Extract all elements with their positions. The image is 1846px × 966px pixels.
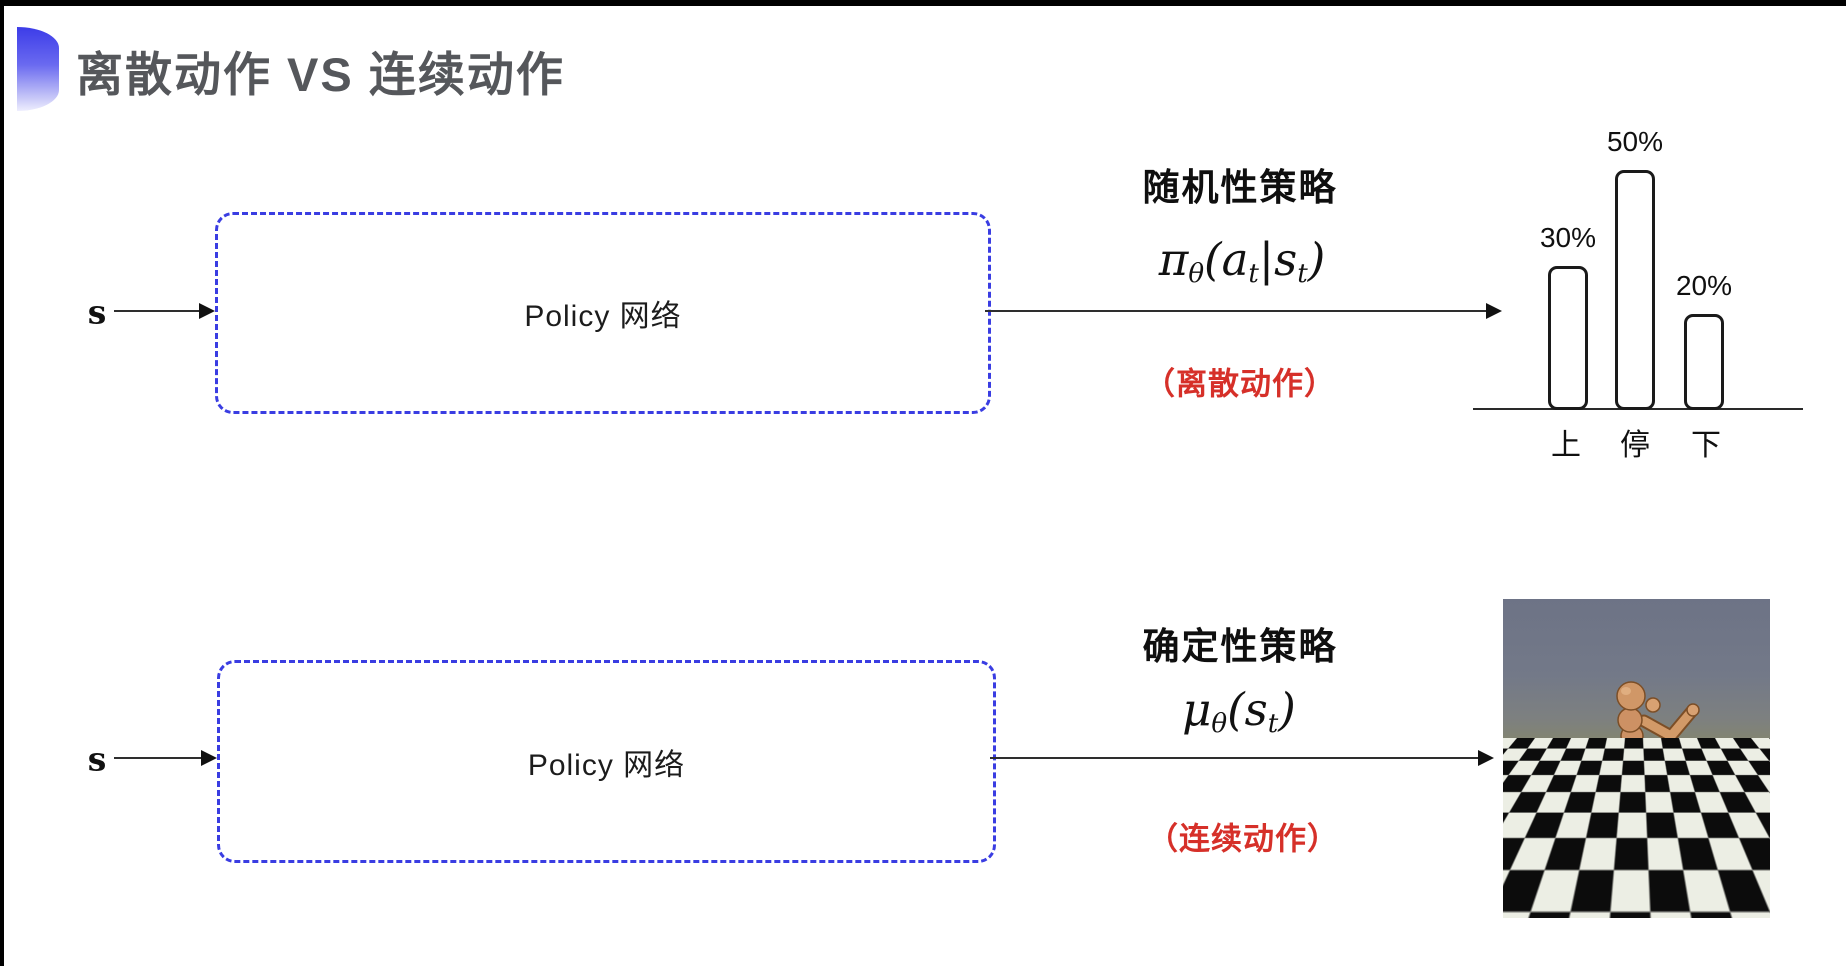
arrow-state-to-policy-1	[114, 310, 200, 312]
bar-group-up: 30%	[1538, 222, 1598, 410]
category-label-stop: 停	[1620, 429, 1650, 462]
video-frame-left-edge	[0, 0, 4, 966]
formula-part: |s	[1258, 232, 1298, 286]
formula-part: π	[1158, 232, 1189, 286]
continuous-action-note: （连续动作）	[1147, 821, 1339, 857]
category-label-up: 上	[1551, 429, 1581, 462]
policy-network-box-2: Policy 网络	[217, 660, 996, 863]
formula-part: t	[1248, 259, 1259, 290]
formula-part: t	[1297, 259, 1308, 290]
bar-value-label: 50%	[1606, 126, 1664, 157]
formula-part: θ	[1188, 259, 1205, 290]
bar-group-stop: 50%	[1605, 126, 1665, 410]
bar-up	[1548, 266, 1588, 410]
bar-value-label: 30%	[1539, 222, 1597, 253]
category-label-down: 下	[1691, 429, 1721, 462]
formula-part: )	[1278, 682, 1296, 736]
formula-part: )	[1307, 232, 1326, 286]
arrow-state-to-policy-2	[114, 757, 202, 759]
deterministic-policy-formula: μθ(st)	[1182, 683, 1296, 739]
bar-down	[1684, 314, 1724, 410]
formula-part: (a	[1204, 232, 1249, 286]
policy-network-label-2: Policy 网络	[527, 748, 686, 782]
stochastic-policy-title: 随机性策略	[1142, 167, 1338, 208]
arrow-policy-to-output-2	[990, 757, 1479, 759]
action-probability-chart: 30% 50% 20% 上 停 下	[1460, 100, 1820, 462]
formula-part: t	[1267, 709, 1279, 740]
policy-network-label-1: Policy 网络	[524, 300, 682, 333]
bar-group-down: 20%	[1674, 270, 1734, 410]
deterministic-policy-title: 确定性策略	[1142, 626, 1338, 667]
arrow-policy-to-output-1	[985, 310, 1487, 312]
state-input-label-1: s	[87, 292, 107, 332]
title-accent-icon	[17, 27, 59, 111]
page-title: 离散动作 VS 连续动作	[76, 48, 565, 101]
floor-reflection	[1551, 828, 1717, 906]
bar-stop	[1615, 170, 1655, 410]
state-input-label-2: s	[87, 739, 107, 779]
discrete-action-note: （离散动作）	[1144, 366, 1336, 402]
humanoid-robot-image	[1503, 599, 1770, 918]
formula-part: μ	[1182, 682, 1212, 736]
formula-part: θ	[1211, 709, 1228, 740]
policy-network-box-1: Policy 网络	[215, 212, 991, 414]
formula-part: (s	[1227, 682, 1268, 736]
bar-value-label: 20%	[1675, 270, 1733, 301]
video-frame-top-edge	[0, 0, 1846, 6]
humanoid-robot-figure	[1582, 681, 1718, 866]
stochastic-policy-formula: πθ(at|st)	[1159, 233, 1326, 289]
